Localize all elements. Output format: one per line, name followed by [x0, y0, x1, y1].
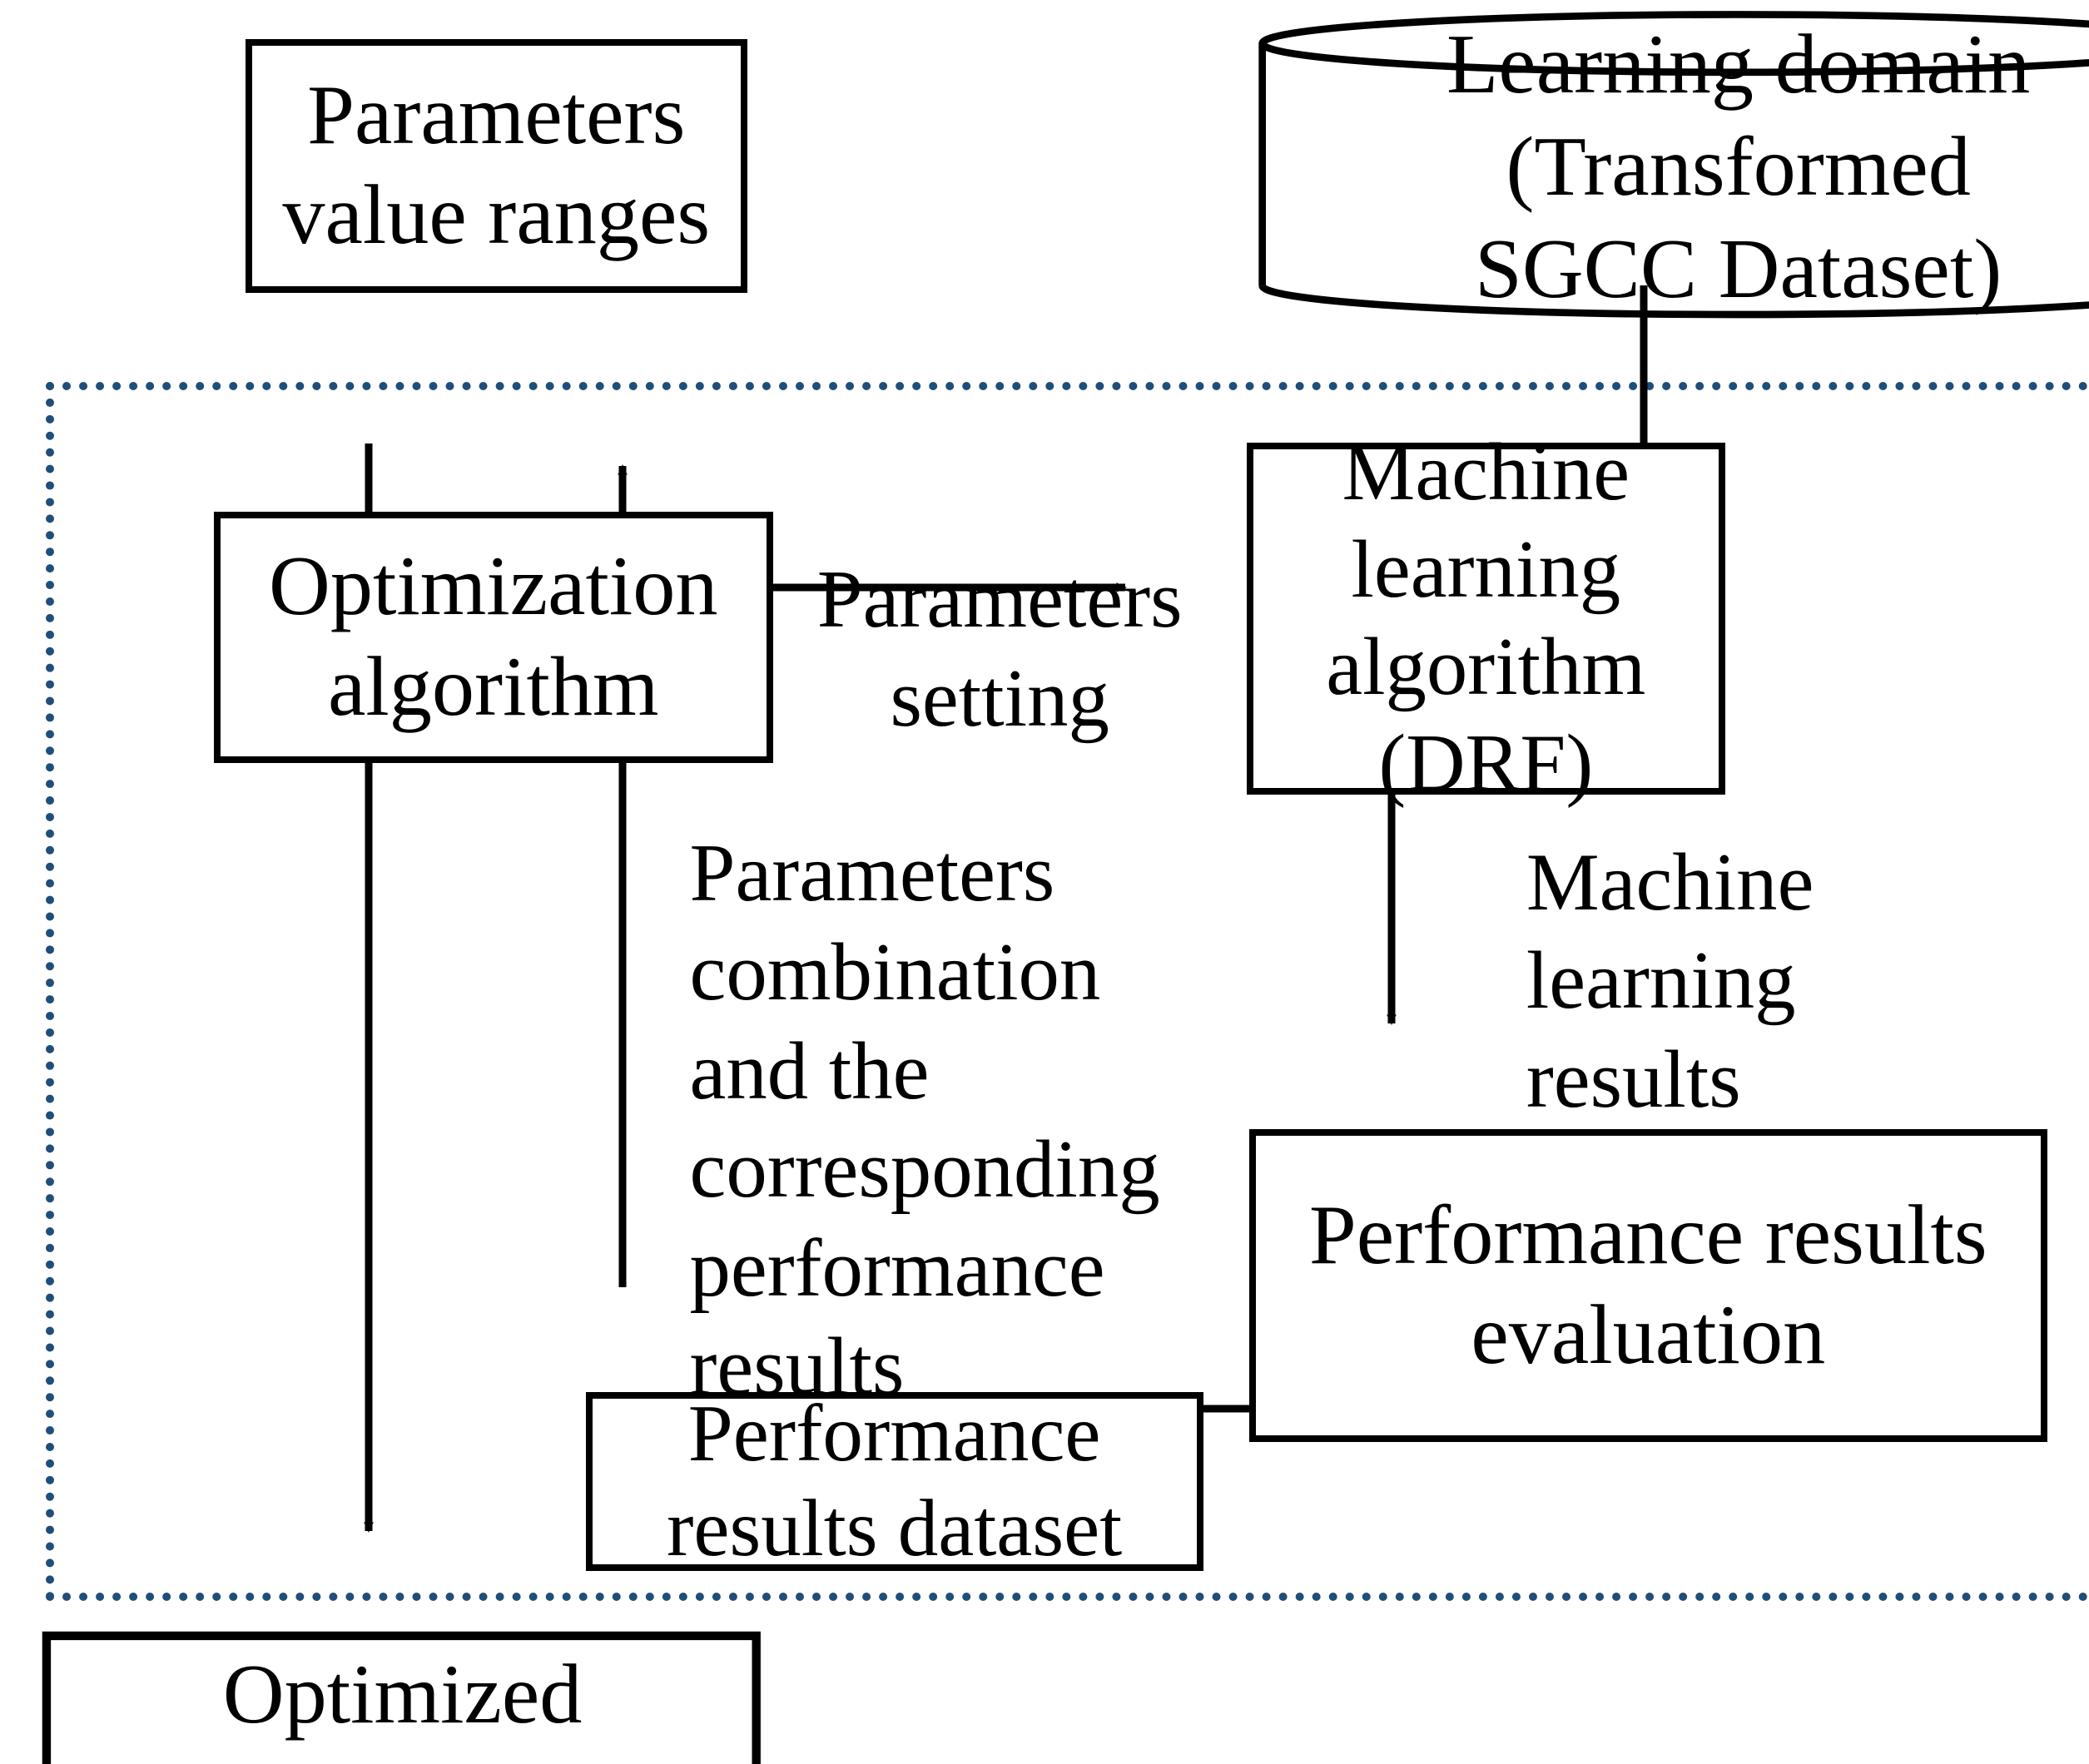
node-machine-learning-algorithm-label: Machine learning algorithm (DRF) [1326, 427, 1646, 810]
node-performance-results-dataset-label: Performance results dataset [667, 1388, 1123, 1573]
node-parameter-value-ranges-label: Parameters value ranges [282, 67, 711, 263]
node-optimization-algorithm-label: Optimization algorithm [268, 539, 718, 735]
node-performance-results-dataset[interactable]: Performance results dataset [585, 1389, 1203, 1573]
optimization-loop-boundary [46, 382, 2089, 1601]
edge-label-machine-learning-results: Machine learning results [1526, 836, 1814, 1125]
node-optimized-parameter-setting-label: Optimized parameter setting [108, 1647, 697, 1764]
node-performance-results-evaluation[interactable]: Performance results evaluation [1249, 1129, 2047, 1443]
cylinder-learning-domain[interactable] [1255, 11, 2089, 319]
node-performance-results-evaluation-label: Performance results evaluation [1308, 1187, 1987, 1383]
edge-label-parameters-setting: Parameters setting [816, 554, 1183, 744]
edge-label-parameters-combination: Parameters combination and the correspon… [689, 828, 1160, 1413]
node-optimization-algorithm[interactable]: Optimization algorithm [213, 512, 774, 763]
node-machine-learning-algorithm[interactable]: Machine learning algorithm (DRF) [1246, 427, 1726, 809]
node-learning-domain-label: Learning domain (Transformed SGCC Datase… [1446, 17, 2031, 316]
node-parameter-value-ranges[interactable]: Parameters value ranges [245, 38, 747, 293]
document-optimized-parameter-setting[interactable] [41, 1630, 762, 1764]
